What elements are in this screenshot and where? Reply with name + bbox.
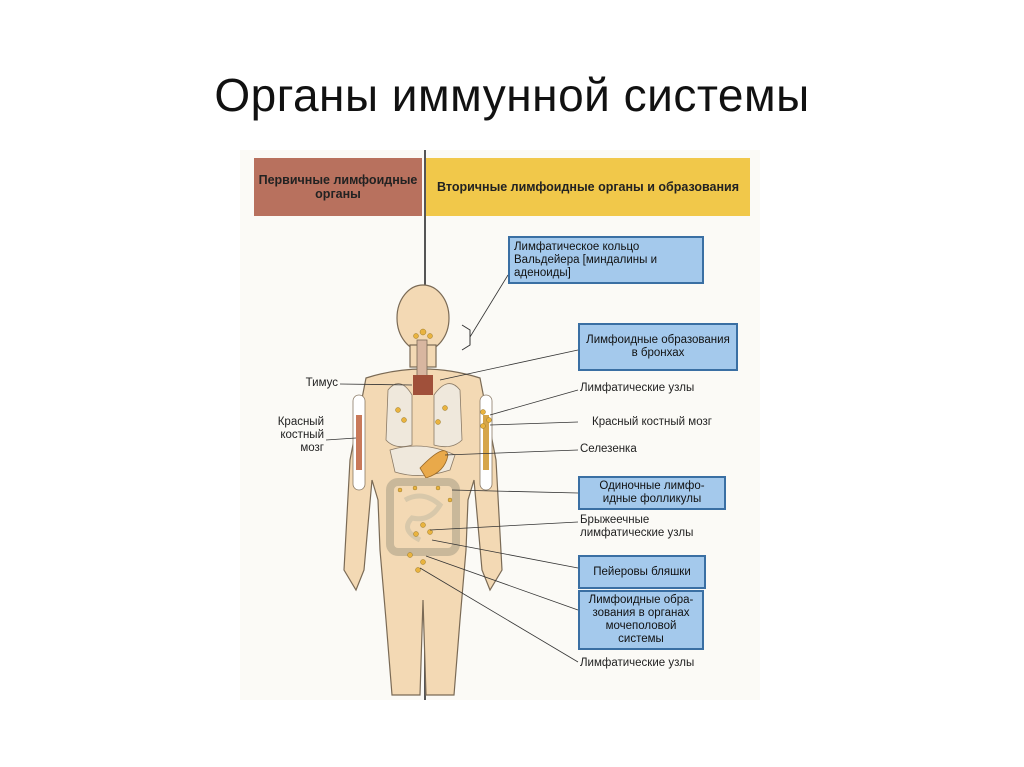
box-urogenital-lymphoid-formations: Лимфоидные обра-зования в органах мочепо… [578,590,704,650]
label-thymus: Тимус [305,377,338,389]
box-bronchial-lymphoid-formations: Лимфоидные образования в бронхах [578,323,738,371]
label-mesenteric-lymph-nodes: Брыжеечные лимфатические узлы [580,514,694,539]
immune-system-diagram: Первичные лимфоидные органы Вторичные ли… [240,150,760,700]
label-red-marrow-left: Красный костный мозг [277,416,324,454]
lymph-node-dots [395,328,492,573]
label-spleen: Селезенка [580,443,637,455]
small-intestine [403,493,444,543]
right-marrow [483,415,489,470]
label-lymph-nodes-upper: Лимфатические узлы [580,382,695,394]
human-body-illustration [325,274,579,696]
right-lung [433,383,463,448]
thymus-organ [413,375,433,395]
left-marrow [356,415,362,470]
box-waldeyer-ring: Лимфатическое кольцо Вальдейера [миндали… [508,236,704,284]
trachea [416,339,428,379]
left-lung [385,383,413,448]
primary-organs-header: Первичные лимфоидные органы [254,158,422,216]
box-solitary-lymphoid-follicles: Одиночные лимфо-идные фолликулы [578,476,726,510]
secondary-organs-header: Вторичные лимфоидные органы и образовани… [426,158,750,216]
large-intestine [386,478,460,556]
slide-title: Органы иммунной системы [214,69,810,121]
leader-lines [325,274,579,663]
label-red-marrow-right: Красный костный мозг [592,416,712,428]
label-lymph-nodes-lower: Лимфатические узлы [580,657,695,669]
waldeyer-bracket [461,324,471,351]
box-peyer-patches: Пейеровы бляшки [578,555,706,589]
